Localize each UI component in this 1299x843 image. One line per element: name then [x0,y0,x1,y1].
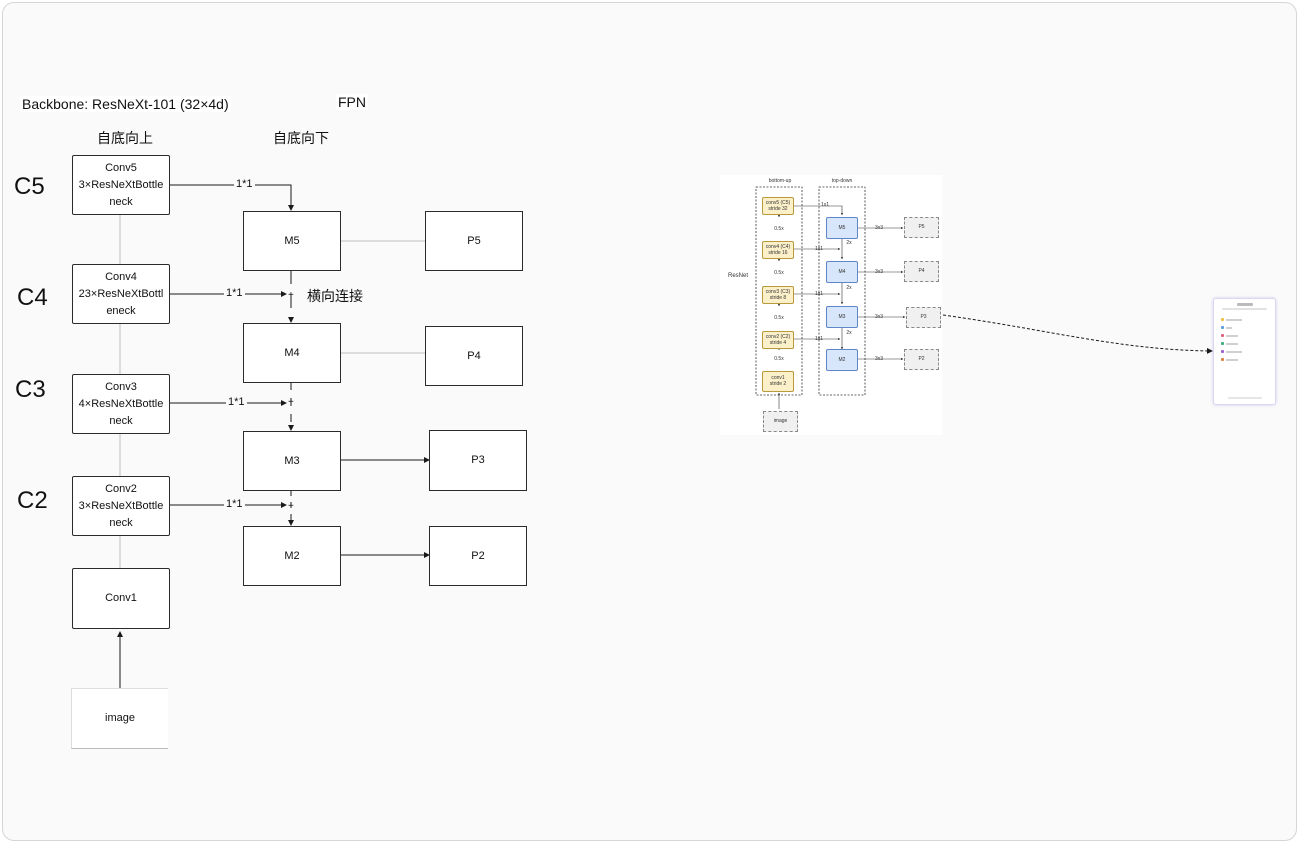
lateral-1x1-c5: 1*1 [234,178,255,190]
thumb-block-conv4: conv4 (C4) stride 16 [762,241,794,259]
conv2-node[interactable]: Conv2 3×ResNeXtBottle neck [72,476,170,536]
thumb-out-1: 3x3 [874,225,884,231]
conv1-node[interactable]: Conv1 [72,568,170,629]
thumb-p2: P2 [904,349,939,370]
stage-label-c5: C5 [14,173,45,200]
thumb-up-2: 2x [846,285,852,291]
add-node-4: + [288,290,294,301]
conv5-node[interactable]: Conv5 3×ResNeXtBottle neck [72,155,170,215]
thumb-block-conv3: conv3 (C3) stride 8 [762,286,794,304]
add-node-2: + [288,501,294,512]
add-node-3: + [288,397,294,408]
conv5-detail-cont: neck [109,195,133,208]
p4-node[interactable]: P4 [425,326,523,386]
thumb-block-conv1: conv1 stride 2 [762,371,794,392]
p5-node[interactable]: P5 [425,211,523,271]
thumb-up-1: 2x [846,240,852,246]
thumb-p5: P5 [904,217,939,238]
thumb-lat-2: 1x1 [814,246,824,252]
legend-item-4 [1221,341,1238,346]
lateral-label: 横向连接 [307,288,363,304]
thumb-m5: M5 [826,217,858,239]
thumb-header-right: top-down [831,178,853,184]
conv3-detail: 4×ResNeXtBottle [78,397,164,410]
fpn-reference-thumbnail[interactable]: bottom-up top-down ResNet conv5 (C5) str… [720,175,942,435]
thumb-m3: M3 [826,306,858,328]
thumb-lat-1: 1x1 [820,202,830,208]
card-footer-bar [1228,397,1262,399]
card-subtitle-bar [1222,308,1267,310]
m2-node[interactable]: M2 [243,526,341,586]
conv3-title: Conv3 [105,380,137,393]
fpn-title: FPN [336,94,368,110]
thumb-lat-3: 1x1 [814,291,824,297]
thumb-p3: P3 [906,307,941,328]
conv3-detail-cont: neck [109,414,133,427]
bottom-up-label: 自底向上 [97,130,153,146]
legend-item-5 [1221,349,1242,354]
thumb-m4: M4 [826,261,858,283]
thumb-block-conv5: conv5 (C5) stride 32 [762,197,794,215]
conv4-title: Conv4 [105,270,137,283]
conv2-detail-cont: neck [109,516,133,529]
thumb-up-3: 2x [846,330,852,336]
conv5-detail: 3×ResNeXtBottle [78,178,164,191]
m3-node[interactable]: M3 [243,431,341,491]
p3-node[interactable]: P3 [429,430,527,491]
conv4-detail-cont: eneck [106,304,136,317]
thumb-out-4: 3x3 [874,356,884,362]
legend-item-3 [1221,333,1238,338]
backbone-title: Backbone: ResNeXt-101 (32×4d) [20,96,231,112]
card-title-bar [1237,303,1253,306]
thumbnail-frames [755,186,906,409]
thumb-p4: P4 [904,261,939,282]
lateral-1x1-c3: 1*1 [226,396,247,408]
thumb-down-label-1: 0.5x [774,226,784,232]
thumb-side-label: ResNet [727,273,748,279]
thumb-down-label-3: 0.5x [774,315,784,321]
conv2-detail: 3×ResNeXtBottle [78,499,164,512]
m4-node[interactable]: M4 [243,323,341,383]
conv3-node[interactable]: Conv3 4×ResNeXtBottle neck [72,374,170,434]
thumb-block-conv2: conv2 (C2) stride 4 [762,331,794,349]
image-node[interactable]: image [71,688,168,749]
conv4-node[interactable]: Conv4 23×ResNeXtBottl eneck [72,264,170,324]
lateral-1x1-c2: 1*1 [224,498,245,510]
legend-card[interactable] [1213,298,1276,405]
edge-conv5-m5 [170,184,294,211]
thumb-out-3: 3x3 [874,314,884,320]
stage-label-c3: C3 [15,376,46,403]
legend-item-1 [1221,317,1242,322]
lateral-1x1-c4: 1*1 [224,287,245,299]
conv4-detail: 23×ResNeXtBottl [78,287,164,300]
legend-item-6 [1221,357,1238,362]
stage-label-c4: C4 [17,284,48,311]
stage-label-c2: C2 [17,487,48,514]
thumb-header-left: bottom-up [768,178,792,184]
thumb-m2: M2 [826,349,858,371]
conv2-title: Conv2 [105,482,137,495]
p2-node[interactable]: P2 [429,526,527,586]
thumb-down-label-4: 0.5x [774,356,784,362]
thumb-down-label-2: 0.5x [774,270,784,276]
thumb-image: image [763,411,798,432]
thumb-lat-4: 1x1 [814,336,824,342]
edge-thumbnail-card [942,314,1213,354]
m5-node[interactable]: M5 [243,211,341,271]
legend-item-2 [1221,325,1232,330]
top-down-label: 自底向下 [273,130,329,146]
thumb-out-2: 3x3 [874,269,884,275]
conv5-title: Conv5 [105,161,137,174]
